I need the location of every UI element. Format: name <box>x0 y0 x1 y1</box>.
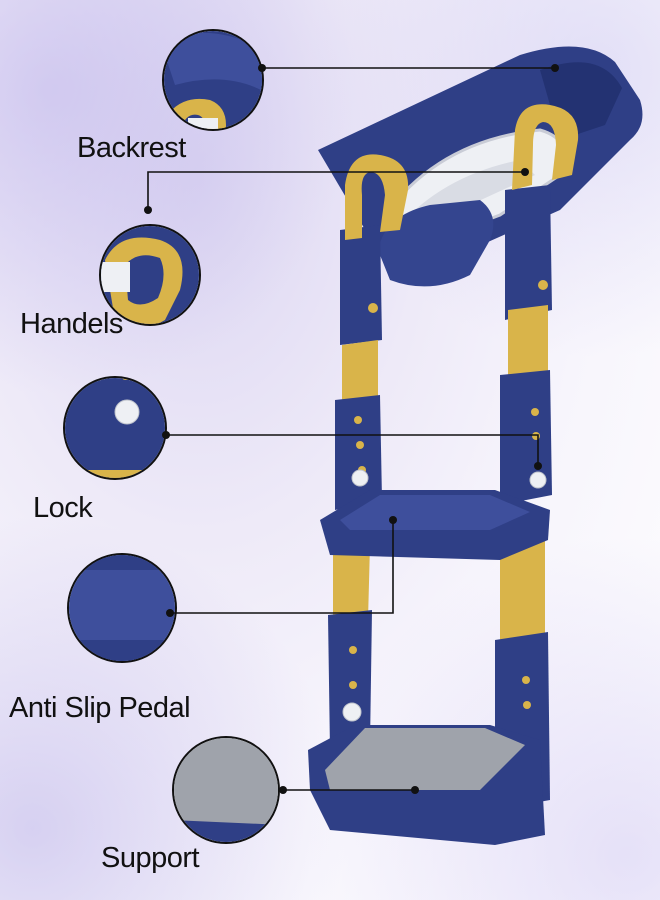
potty-ladder <box>308 46 643 845</box>
left-rail-mid <box>335 395 382 510</box>
left-rail-upper <box>340 225 382 345</box>
callout-circle-handles <box>99 224 201 326</box>
handle-right <box>512 104 579 190</box>
right-rail-upper <box>505 185 552 320</box>
seat-ring <box>378 200 494 287</box>
callout-circle-pedal <box>67 553 177 663</box>
callout-circle-support <box>172 736 280 844</box>
left-rail-yellow-1 <box>342 340 378 410</box>
callout-circle-backrest <box>162 29 264 131</box>
right-rail-mid <box>500 370 552 505</box>
label-anti-slip-pedal: Anti Slip Pedal <box>9 692 191 724</box>
leader-lines <box>147 67 555 791</box>
label-backrest: Backrest <box>77 132 186 164</box>
label-lock: Lock <box>33 492 93 524</box>
callout-circle-lock <box>63 376 167 480</box>
handle-left <box>345 154 409 240</box>
right-rail-yellow-1 <box>508 305 548 385</box>
support-pad <box>325 728 525 790</box>
label-support: Support <box>101 842 200 874</box>
leader-dots <box>144 64 559 794</box>
label-handles: Handels <box>20 308 123 340</box>
left-rail-yellow-2 <box>333 545 370 625</box>
right-rail-yellow-2 <box>500 530 545 650</box>
